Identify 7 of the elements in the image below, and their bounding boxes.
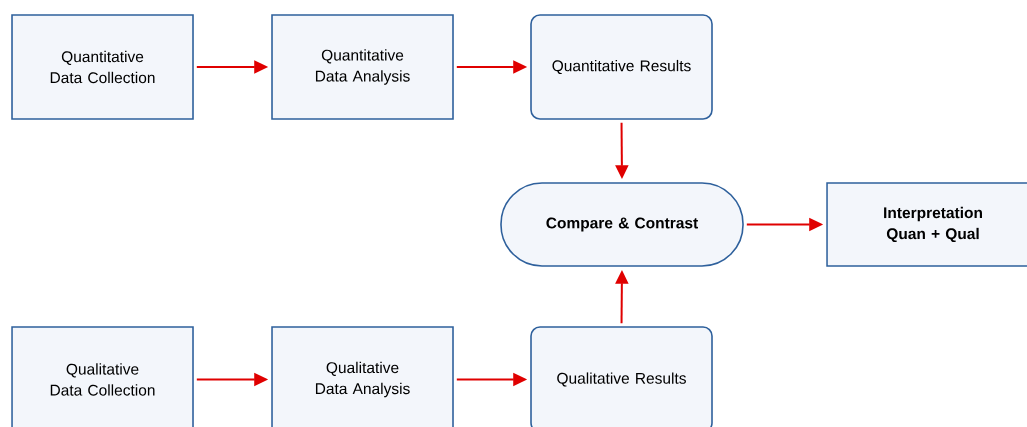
process-box: Qualitative Data Collection [11,326,194,427]
process-box: Quantitative Data Analysis [271,14,454,120]
rounded-box: Quantitative Results [530,14,713,120]
process-box: Interpretation Quan + Qual [826,182,1027,267]
process-box: Quantitative Data Collection [11,14,194,120]
rounded-box: Qualitative Results [530,326,713,427]
process-box: Qualitative Data Analysis [271,326,454,427]
